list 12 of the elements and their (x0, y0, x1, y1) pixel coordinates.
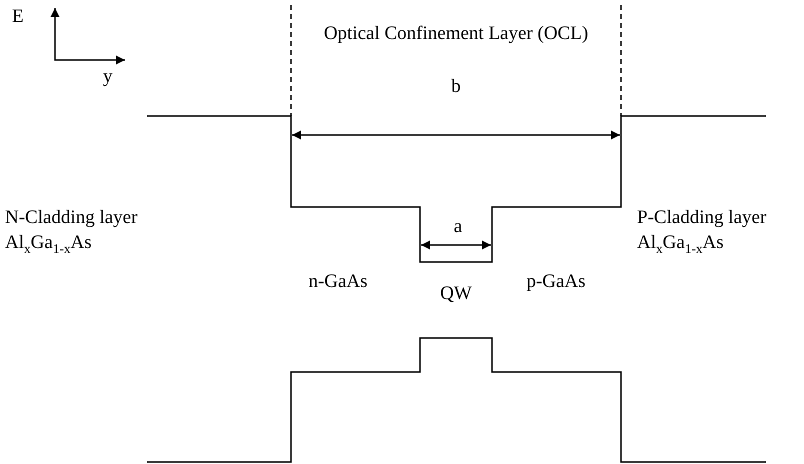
dimension-label: b (451, 76, 461, 99)
axis-label: E (12, 6, 24, 29)
layer-label: N-Cladding layer (5, 207, 138, 230)
material-formula: Al$_{x}$Ga$_{1-x}$As (5, 232, 92, 255)
dimension-label: a (454, 216, 462, 239)
axis-label: y (103, 66, 112, 89)
layer-label: QW (440, 283, 472, 306)
layer-label: n-GaAs (308, 271, 368, 294)
layer-label: Optical Confinement Layer (OCL) (322, 22, 590, 46)
layer-label: p-GaAs (526, 271, 586, 294)
material-formula: Al$_{x}$Ga$_{1-x}$As (637, 232, 724, 255)
layer-label: P-Cladding layer (637, 207, 766, 230)
